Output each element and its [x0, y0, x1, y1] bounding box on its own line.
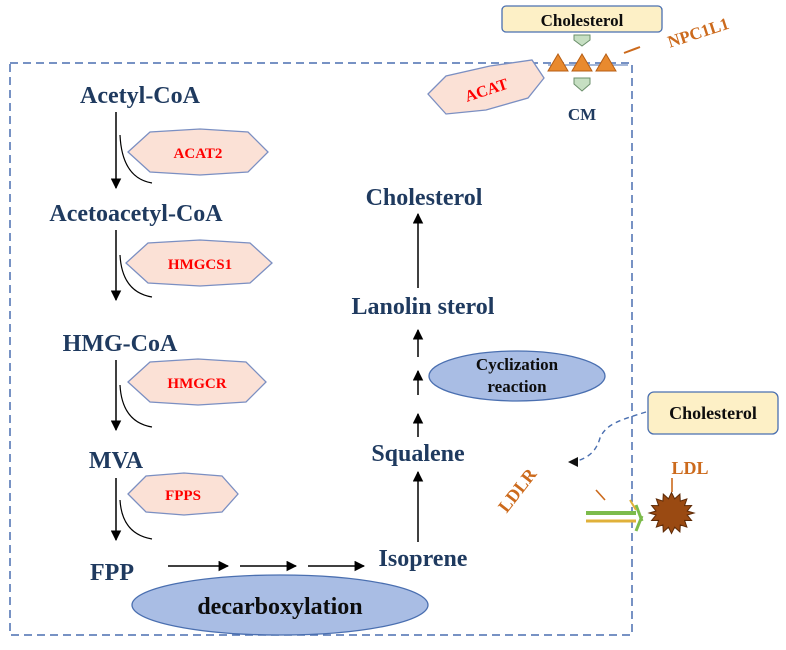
- metabolite-isoprene: Isoprene: [379, 546, 468, 572]
- enzyme-label-hmgcs1: HMGCS1: [168, 257, 232, 273]
- process-ellipse: [428, 350, 606, 402]
- npc1l1-transporter: [547, 53, 628, 72]
- ldl-particle-icon: [647, 491, 696, 535]
- process-label-reaction: reaction: [487, 377, 547, 396]
- arrow-hmg-to-mva: [110, 360, 153, 432]
- process-ellipse: [131, 574, 429, 636]
- cholesterol-box-label: Cholesterol: [669, 403, 757, 423]
- ldl-uptake-arrowhead: [568, 457, 578, 467]
- ldl-uptake-path: [573, 411, 647, 463]
- enzyme-badge-hmgcr: HMGCR: [127, 358, 267, 406]
- transporter-triangle: [595, 53, 617, 72]
- cholesterol-box: [647, 391, 779, 435]
- arrow-mva-to-fpp: [110, 478, 153, 542]
- metabolite-cholesterol: Cholesterol: [366, 185, 483, 211]
- arrow-acetyl-to-acetoacetyl: [110, 112, 153, 190]
- ldlr-pointer: [595, 489, 606, 501]
- transporter-triangle: [547, 53, 569, 72]
- transporter-triangle: [571, 53, 593, 72]
- npc1l1-label: NPC1L1: [665, 14, 731, 52]
- process-cyclization: Cyclization reaction: [428, 350, 606, 402]
- metabolite-mva: MVA: [89, 448, 144, 474]
- metabolite-lanolin-sterol: Lanolin sterol: [352, 294, 495, 320]
- top-cholesterol-box: Cholesterol: [501, 5, 663, 33]
- enzyme-star-shape: [127, 358, 267, 406]
- process-decarboxylation: decarboxylation: [131, 574, 429, 636]
- enzyme-label-fpps: FPPS: [165, 488, 201, 504]
- npc1l1-pointer: [623, 46, 641, 54]
- cholesterol-box-label: Cholesterol: [541, 11, 624, 30]
- process-label-cyclization: Cyclization: [476, 355, 559, 374]
- process-label-decarboxylation: decarboxylation: [197, 594, 362, 620]
- enzyme-label-acat2: ACAT2: [174, 146, 223, 162]
- chevron-down-icon: [573, 77, 591, 92]
- enzyme-badge-acat: ACAT: [427, 59, 545, 115]
- cm-label: CM: [568, 105, 596, 124]
- metabolite-squalene: Squalene: [371, 441, 465, 467]
- enzyme-badge-fpps: FPPS: [127, 472, 239, 516]
- chevron-down-icon: [573, 34, 591, 47]
- ldl-label: LDL: [671, 458, 708, 478]
- metabolite-acetyl-coa: Acetyl-CoA: [80, 83, 201, 109]
- enzyme-star-shape: [127, 128, 269, 176]
- ldl-receptor-icon: [586, 499, 644, 532]
- metabolite-acetoacetyl-coa: Acetoacetyl-CoA: [49, 201, 223, 227]
- enzyme-star-shape: [127, 472, 239, 516]
- arrow-acetoacetyl-to-hmg: [110, 230, 153, 302]
- metabolite-fpp: FPP: [90, 560, 134, 586]
- enzyme-badge-hmgcs1: HMGCS1: [125, 239, 273, 287]
- right-cholesterol-box: Cholesterol: [647, 391, 779, 435]
- enzyme-label-hmgcr: HMGCR: [167, 376, 226, 392]
- metabolite-hmg-coa: HMG-CoA: [63, 331, 178, 357]
- enzyme-star-shape: [125, 239, 273, 287]
- enzyme-star-shape: [427, 59, 545, 115]
- enzyme-badge-acat2: ACAT2: [127, 128, 269, 176]
- ldlr-label: LDLR: [494, 464, 541, 517]
- cholesterol-box: [501, 5, 663, 33]
